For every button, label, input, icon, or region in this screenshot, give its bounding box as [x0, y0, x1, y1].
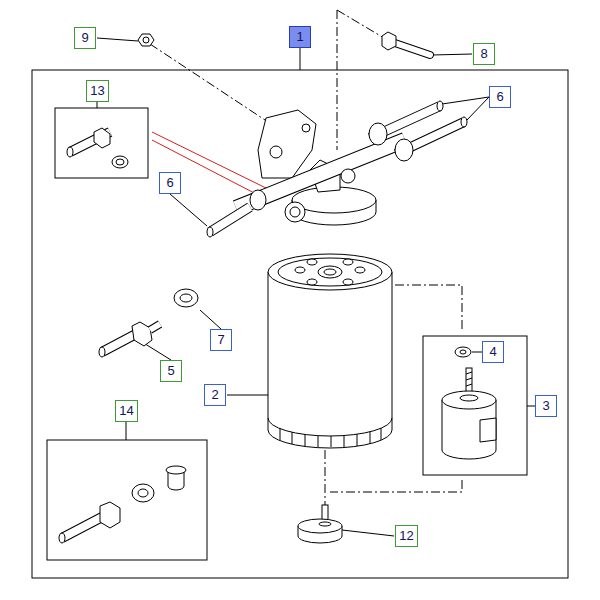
- callout-box: 7: [210, 329, 232, 351]
- callout-number: 14: [119, 404, 133, 418]
- callout-number: 7: [217, 333, 224, 347]
- callout-box: 12: [395, 525, 418, 547]
- bolt: [382, 32, 430, 55]
- heater: [442, 347, 496, 459]
- nut: [138, 34, 154, 46]
- callout-number: 6: [166, 176, 173, 190]
- callout-number: 9: [81, 31, 88, 45]
- washer: [174, 289, 198, 307]
- fitting: [99, 322, 160, 357]
- callout-box: 1: [289, 26, 311, 48]
- callout-box: 4: [482, 341, 504, 363]
- callout-box: 8: [473, 43, 495, 65]
- callout-number: 12: [399, 529, 413, 543]
- drain-plug: [298, 505, 342, 543]
- callout-number: 5: [167, 364, 174, 378]
- leader-line: [97, 38, 535, 536]
- pipe-nut: [207, 101, 467, 237]
- callout-number: 4: [489, 345, 496, 359]
- fitting: [67, 128, 128, 168]
- callout-number: 2: [211, 388, 218, 402]
- fuel-pipe: [210, 106, 464, 232]
- callout-box: 14: [115, 400, 138, 422]
- callout-box: 9: [74, 27, 96, 49]
- subassembly-frame: [55, 108, 148, 178]
- callout-box: 2: [204, 384, 226, 406]
- callout-box: 6: [159, 172, 181, 194]
- callout-number: 3: [542, 399, 549, 413]
- filter-element: [268, 254, 392, 448]
- subassembly-frame: [47, 440, 207, 560]
- callout-box: 5: [160, 360, 182, 382]
- callout-box: 3: [535, 395, 557, 417]
- callout-number: 1: [296, 30, 303, 44]
- callout-box: 13: [86, 80, 109, 102]
- callout-number: 8: [480, 47, 487, 61]
- assembly-frame: [32, 70, 568, 578]
- callout-number: 6: [496, 90, 503, 104]
- construction-line: [150, 10, 462, 505]
- fitting: [59, 466, 186, 543]
- callout-box: 6: [489, 86, 511, 108]
- subassembly-frame: [423, 336, 527, 475]
- callout-number: 13: [90, 84, 104, 98]
